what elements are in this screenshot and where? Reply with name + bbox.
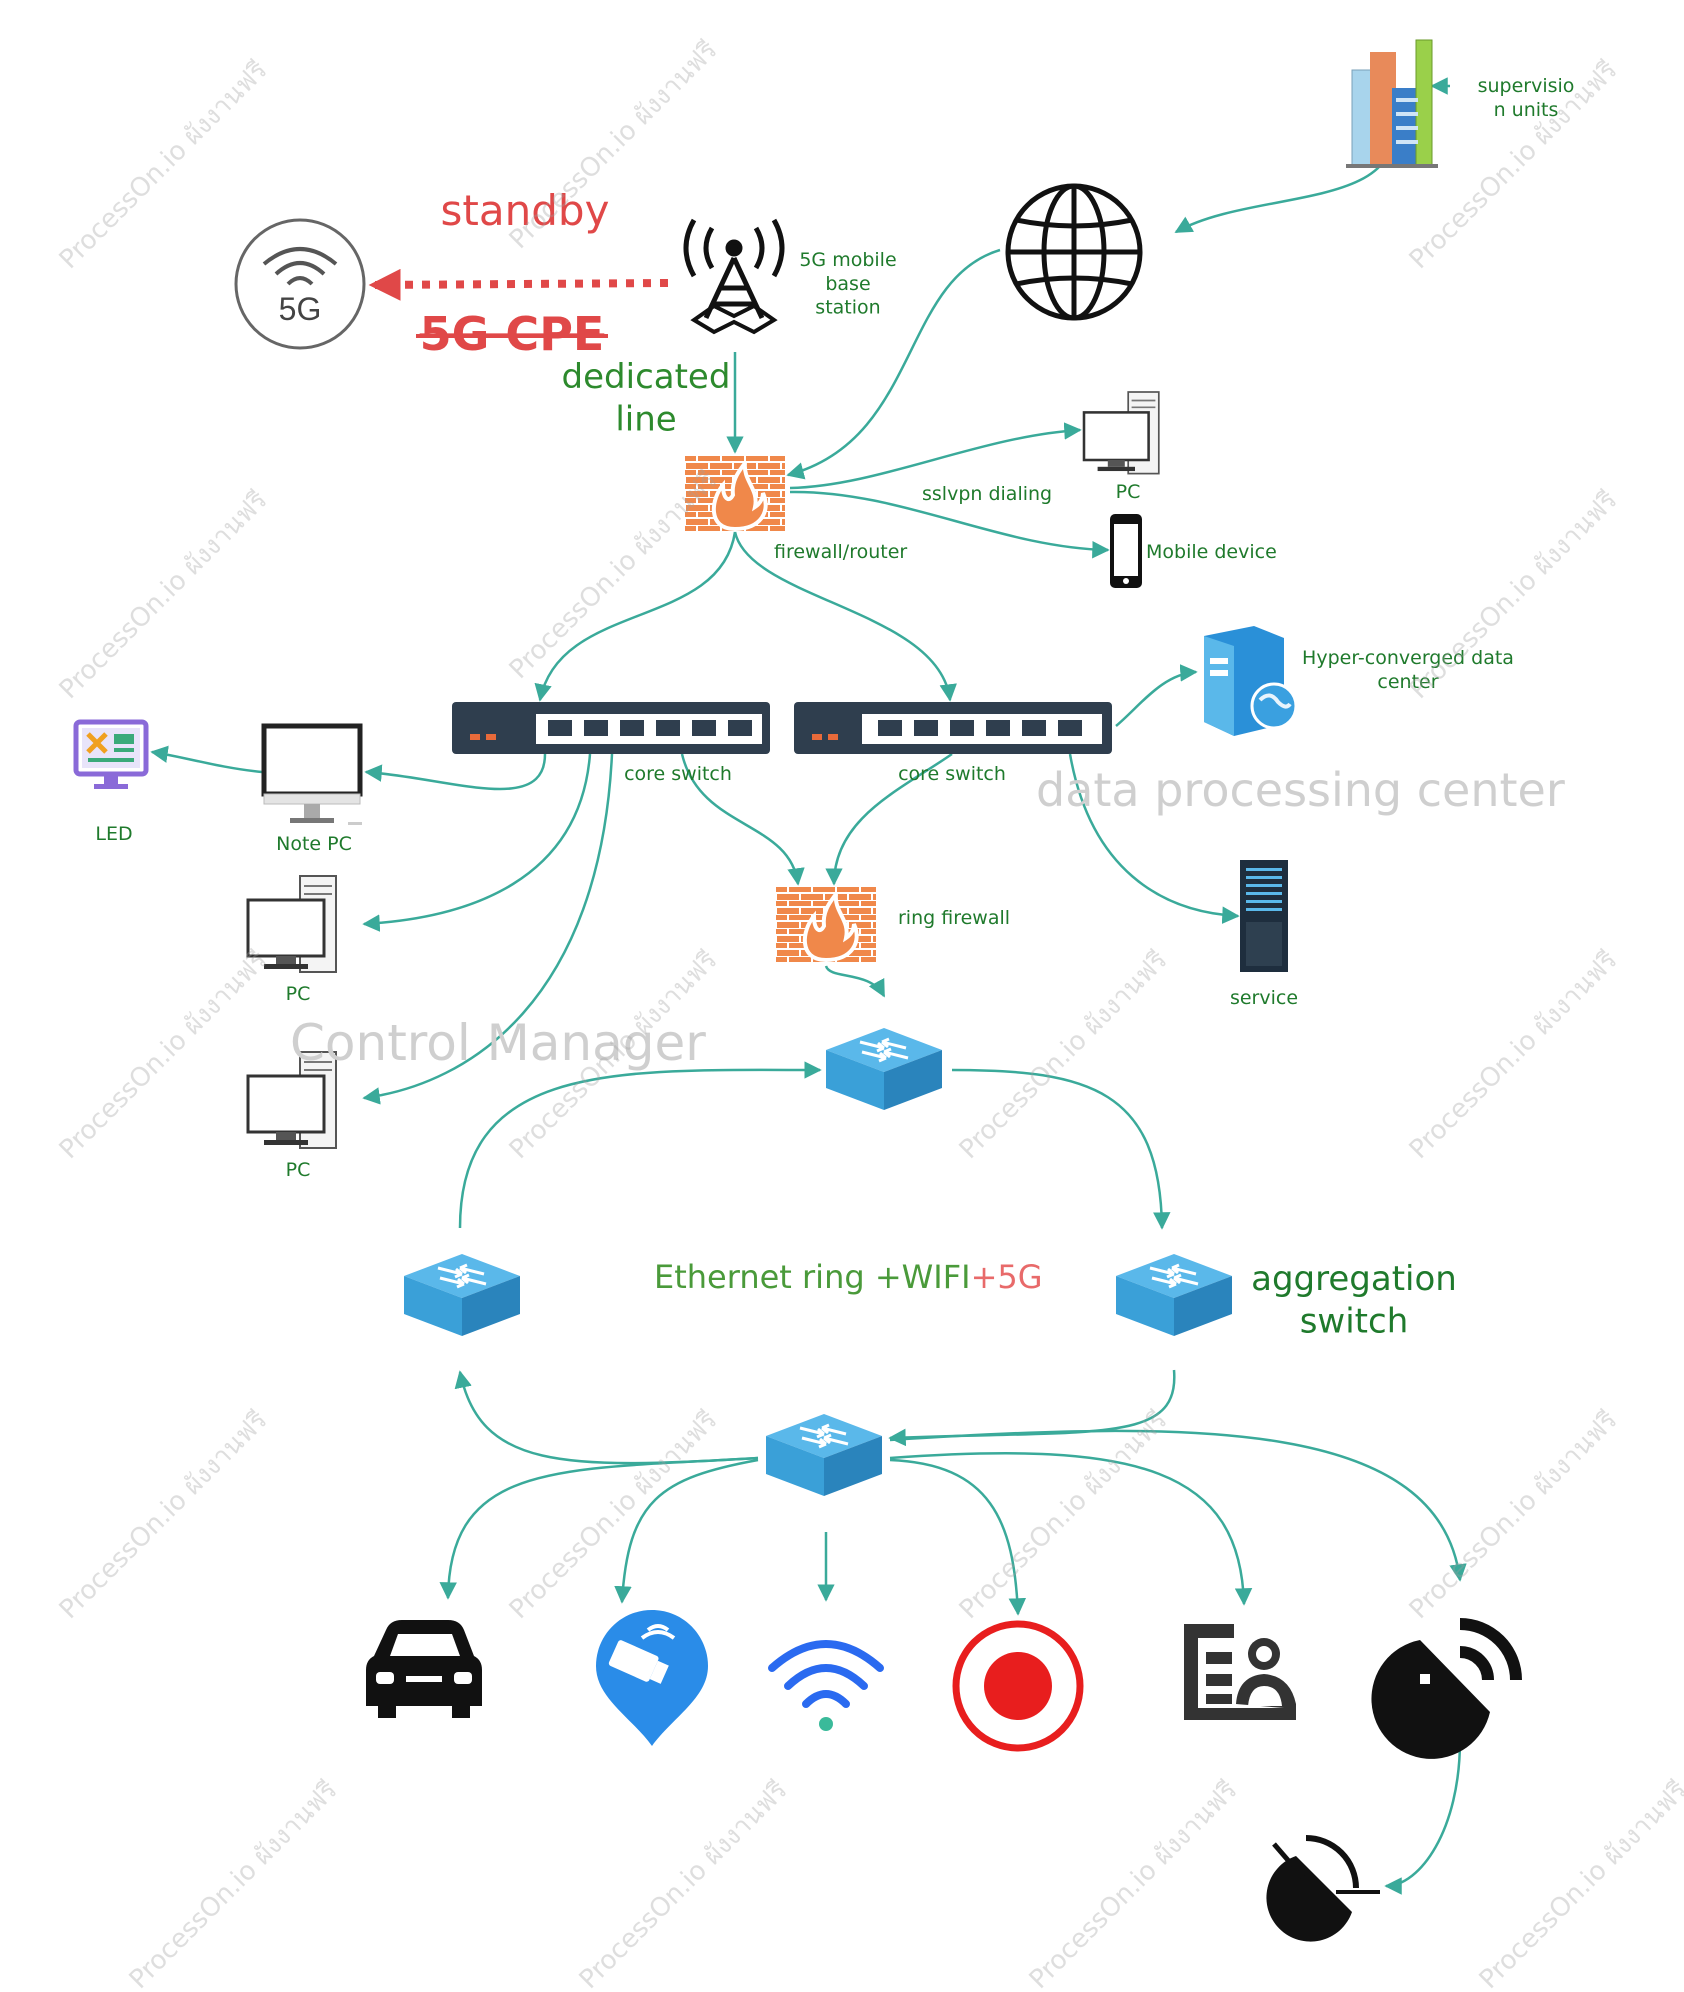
core-switch-1: [452, 702, 770, 754]
arrow-core2-to-service: [1068, 753, 1240, 924]
arrow-switch-to-record: [889, 1458, 1027, 1616]
watermark-text: ProcessOn.io ผังงานฟรี: [54, 485, 274, 705]
arrow-switch-to-car: [439, 1456, 759, 1600]
label-line: station: [815, 297, 880, 319]
label-sslvpn: sslvpn dialing: [922, 483, 1052, 505]
camera-pin-icon: [596, 1610, 708, 1746]
5g-router-icon: 5G: [234, 218, 366, 350]
watermark-text: ProcessOn.io ผังงานฟรี: [54, 55, 274, 275]
label-led: LED: [95, 823, 132, 845]
globe-icon[interactable]: [1005, 183, 1143, 321]
label-core-switch-1: core switch: [624, 763, 732, 785]
label-note-pc: Note PC: [276, 833, 352, 855]
5g-router-text: 5G: [279, 291, 322, 327]
monitor-dashboard-icon: [73, 719, 149, 789]
label-line: base: [825, 273, 870, 295]
arrow-notepc-to-led: [150, 745, 263, 774]
arrow-switch-to-camera: [614, 1458, 759, 1604]
arrow-core1-to-ringfw: [680, 753, 805, 886]
brick-firewall-icon: [774, 884, 878, 964]
server-globe-icon: [1204, 626, 1298, 736]
arrow-core1-to-notepc: [364, 753, 547, 791]
arrow-core1-to-pc1: [362, 753, 592, 932]
label-line: n units: [1494, 99, 1559, 121]
smartphone-icon: [1110, 514, 1142, 588]
watermark-text: ProcessOn.io ผังงานฟรี: [574, 1775, 794, 1992]
arrow-firewall-to-pc: [789, 422, 1082, 490]
arrow-core2-to-ringfw: [825, 752, 953, 886]
arrow-left-to-switchtop: [458, 1061, 822, 1229]
label-line: aggregation: [1251, 1259, 1457, 1299]
watermark-text: ProcessOn.io ผังงานฟรี: [54, 1405, 274, 1625]
city-buildings-icon: [1346, 39, 1438, 168]
label-line: center: [1377, 671, 1438, 693]
watermark-text: ProcessOn.io ผังงานฟรี: [1404, 485, 1624, 705]
label-line: 5G mobile: [799, 249, 896, 271]
label-pc-1: PC: [286, 983, 311, 1005]
label-service: service: [1230, 987, 1298, 1009]
arrow-firewall-to-core1: [534, 531, 737, 702]
label-ring-part2: +5G: [971, 1258, 1043, 1296]
desktop-tower-icon: [1082, 390, 1161, 475]
car-icon: [366, 1620, 482, 1718]
arrow-switch-to-idcard: [889, 1452, 1253, 1606]
label-ring-part1: Ethernet ring +WIFI: [654, 1258, 971, 1296]
label-line: supervisio: [1478, 75, 1575, 97]
network-switch-icon: [764, 1412, 884, 1498]
watermark-text: ProcessOn.io ผังงานฟรี: [1404, 1405, 1624, 1625]
label-pc-top: PC: [1116, 481, 1141, 503]
rack-server-icon: [1240, 860, 1288, 972]
radar-dish-icon: [1371, 1618, 1522, 1759]
watermark-text: ProcessOn.io ผังงานฟรี: [1474, 1775, 1684, 1992]
watermark-text: ProcessOn.io ผังงานฟรี: [504, 465, 724, 685]
arrow-firewall-to-mobile: [789, 490, 1110, 559]
label-control-manager: Control Manager: [290, 1014, 706, 1072]
arrow-switch-to-radar: [889, 1429, 1467, 1582]
label-core-switch-2: core switch: [898, 763, 1006, 785]
monitor-icon: [261, 723, 363, 825]
label-line: line: [615, 400, 676, 440]
arrow-firewall-to-core2: [733, 531, 957, 702]
arrow-core2-to-hyper: [1115, 664, 1198, 727]
radio-tower-icon: [683, 218, 785, 335]
record-icon: [952, 1620, 1084, 1752]
label-data-processing: data processing center: [1036, 763, 1565, 817]
label-mobile: Mobile device: [1146, 541, 1277, 563]
label-standby: standby: [441, 186, 610, 235]
label-pc-2: PC: [286, 1159, 311, 1181]
watermark-text: ProcessOn.io ผังงานฟรี: [504, 1405, 724, 1625]
watermark-text: ProcessOn.io ผังงานฟรี: [1024, 1775, 1244, 1992]
watermark-text: ProcessOn.io ผังงานฟรี: [1404, 945, 1624, 1165]
network-switch-icon: [402, 1252, 522, 1338]
satellite-dish-icon: [1266, 1835, 1380, 1942]
label-ring: Ethernet ring +WIFI+5G: [654, 1258, 1043, 1296]
arrow-ringfw-to-switch: [824, 965, 886, 998]
id-card-icon: [1184, 1624, 1296, 1720]
label-line: dedicated: [562, 357, 731, 397]
connectors: [150, 77, 1467, 1895]
arrow-core1-to-pc2: [362, 753, 614, 1105]
core-switch-2: [794, 702, 1112, 754]
arrow-switchtop-to-right: [951, 1068, 1171, 1230]
label-firewall-router: firewall/router: [774, 541, 907, 563]
label-ring-firewall: ring firewall: [898, 907, 1010, 929]
network-switch-icon: [824, 1026, 944, 1112]
wifi-icon: [768, 1640, 884, 1731]
watermark-text: ProcessOn.io ผังงานฟรี: [954, 1405, 1174, 1625]
label-line: switch: [1300, 1302, 1409, 1342]
network-switch-icon: [1114, 1252, 1234, 1338]
standby-link: [368, 268, 669, 301]
label-line: Hyper-converged data: [1302, 647, 1514, 669]
watermark-text: ProcessOn.io ผังงานฟรี: [54, 945, 274, 1165]
arrow-radar-to-satellite: [1384, 1739, 1462, 1895]
watermark-text: ProcessOn.io ผังงานฟรี: [124, 1775, 344, 1992]
arrow-internet-to-firewall: [786, 248, 1001, 480]
